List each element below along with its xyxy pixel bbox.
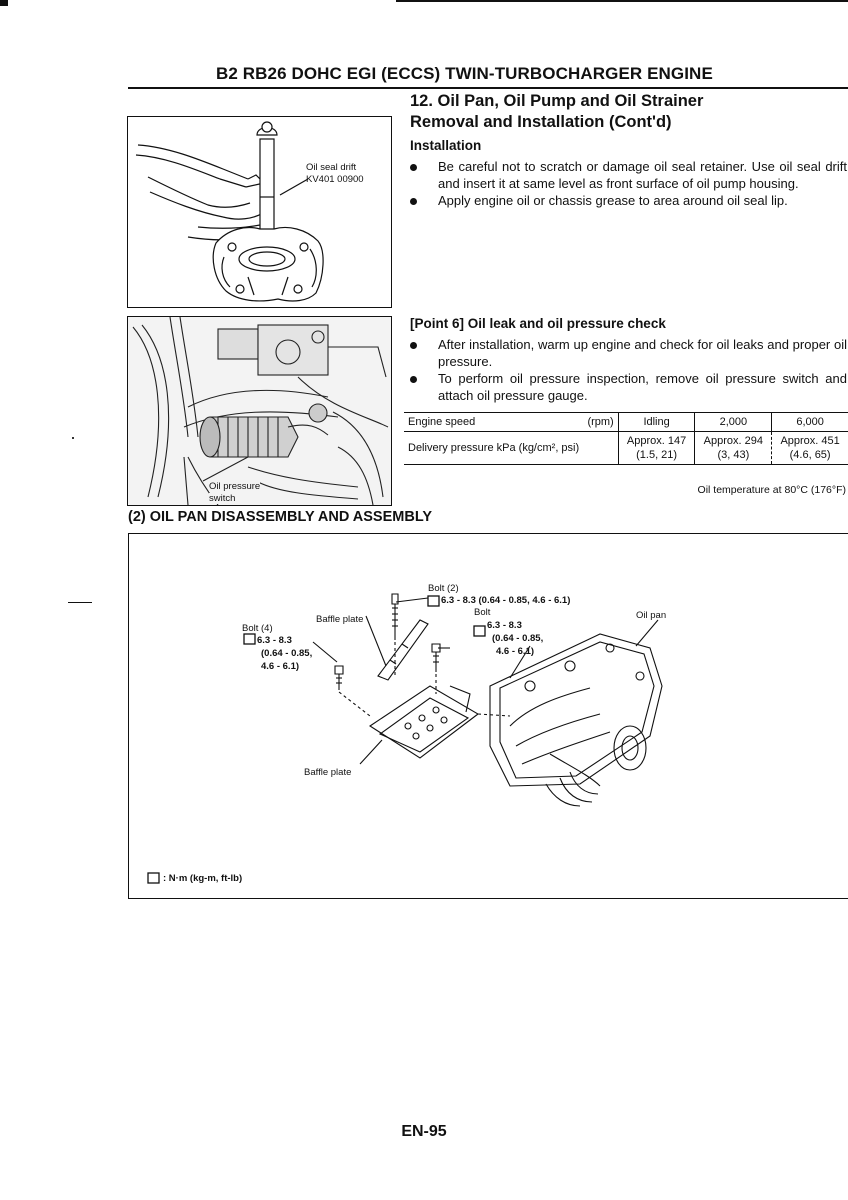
- oil-pressure-switch-label: Oil pressure: [209, 481, 261, 492]
- list-item: After installation, warm up engine and c…: [410, 337, 847, 370]
- table-row: Delivery pressure kPa (kg/cm², psi) Appr…: [404, 431, 848, 465]
- table-cell: 2,000: [694, 412, 772, 432]
- oil-pressure-switch-figure: Oil pressure switch: [127, 316, 392, 506]
- bullet-icon: [410, 342, 417, 349]
- corner-mark: [0, 0, 8, 6]
- oil-pressure-switch-illustration: [128, 317, 391, 505]
- bolt-torque-3: 4.6 - 6.1): [496, 646, 535, 657]
- table-cell: 6,000: [771, 412, 848, 432]
- oil-pan-exploded-illustration: [147, 593, 663, 884]
- bolt4-torque-1: 6.3 - 8.3: [257, 635, 292, 646]
- oil-seal-drift-part-number: KV401 00900: [306, 174, 364, 185]
- margin-mark: [68, 602, 92, 603]
- torque-unit-legend: : N·m (kg-m, ft-lb): [163, 873, 243, 884]
- point6-bullets: After installation, warm up engine and c…: [410, 337, 847, 405]
- point6-heading: [Point 6] Oil leak and oil pressure chec…: [410, 316, 666, 331]
- section-title-line1: 12. Oil Pan, Oil Pump and Oil Strainer: [410, 92, 704, 110]
- section-title: 12. Oil Pan, Oil Pump and Oil Strainer R…: [410, 91, 703, 133]
- top-rule: [396, 0, 848, 2]
- table-cell: Approx. 147 (1.5, 21): [617, 431, 695, 465]
- list-item: Apply engine oil or chassis grease to ar…: [410, 193, 847, 210]
- table-cell: Delivery pressure kPa (kg/cm², psi): [404, 431, 619, 465]
- oil-pan-label: Oil pan: [636, 610, 667, 621]
- section-title-line2: Removal and Installation (Cont'd): [410, 113, 672, 131]
- oil-seal-drift-label: Oil seal drift: [306, 162, 357, 173]
- oil-pan-diagram-frame: [128, 533, 848, 899]
- oil-seal-drift-illustration: [135, 121, 324, 302]
- table-cell: Approx. 451 (4.6, 65): [771, 431, 848, 465]
- bolt-torque-1: 6.3 - 8.3: [487, 620, 522, 631]
- bolt2-label: Bolt (2): [428, 583, 459, 594]
- table-row: Engine speed (rpm) Idling 2,000 6,000: [404, 412, 848, 432]
- bullet-icon: [410, 376, 417, 383]
- oil-temperature-note: Oil temperature at 80°C (176°F): [697, 484, 846, 496]
- bolt4-label: Bolt (4): [242, 623, 273, 634]
- bolt2-torque: 6.3 - 8.3 (0.64 - 0.85, 4.6 - 6.1): [441, 595, 571, 606]
- oil-seal-drift-figure: Oil seal drift KV401 00900: [127, 116, 392, 308]
- oil-pressure-spec-table: Engine speed (rpm) Idling 2,000 6,000 De…: [404, 412, 848, 465]
- oil-pressure-switch-label-2: switch: [209, 493, 236, 504]
- table-cell: Engine speed (rpm): [404, 412, 619, 432]
- page-number: EN-95: [401, 1123, 447, 1140]
- table-cell: Idling: [617, 412, 695, 432]
- bolt-torque-2: (0.64 - 0.85,: [492, 633, 544, 644]
- header-rule: [128, 87, 848, 89]
- bolt-label: Bolt: [474, 607, 491, 618]
- bolt4-torque-2: (0.64 - 0.85,: [261, 648, 313, 659]
- page-header-title: B2 RB26 DOHC EGI (ECCS) TWIN-TURBOCHARGE…: [216, 64, 713, 83]
- table-cell: Approx. 294 (3, 43): [694, 431, 772, 465]
- section2-title: (2) OIL PAN DISASSEMBLY AND ASSEMBLY: [128, 509, 433, 525]
- bullet-icon: [410, 164, 417, 171]
- bolt4-torque-3: 4.6 - 6.1): [261, 661, 300, 672]
- installation-bullets: Be careful not to scratch or damage oil …: [410, 159, 847, 211]
- list-item: To perform oil pressure inspection, remo…: [410, 371, 847, 404]
- oil-pan-exploded-diagram: Bolt (2) 6.3 - 8.3 (0.64 - 0.85, 4.6 - 6…: [130, 536, 848, 896]
- bullet-icon: [410, 198, 417, 205]
- installation-heading: Installation: [410, 138, 482, 153]
- list-item: Be careful not to scratch or damage oil …: [410, 159, 847, 192]
- baffle-plate-top-label: Baffle plate: [316, 614, 364, 625]
- scan-dot: [72, 437, 74, 439]
- baffle-plate-bottom-label: Baffle plate: [304, 767, 352, 778]
